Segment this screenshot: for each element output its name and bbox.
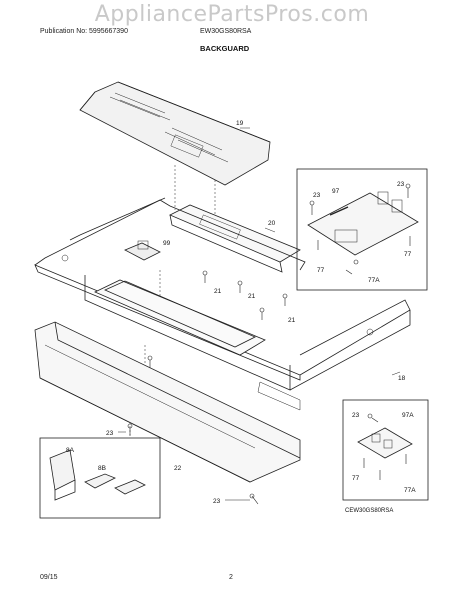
backguard-frame [34,197,411,411]
footer-date: 09/15 [40,574,58,581]
inset-board-97-box [296,168,428,291]
publication-number: Publication No: 5995667390 [40,28,128,35]
control-panel-overlay [79,81,271,186]
board-97a [357,427,413,459]
inset2-callout-23: 23 [352,412,360,419]
inset1-callout-77A: 77A [368,277,380,284]
section-title: BACKGUARD [200,44,250,53]
backguard-trim [34,321,301,483]
inset-brackets-box [39,437,161,519]
callout-99: 99 [163,240,171,247]
relay-board-99 [124,240,161,261]
bracket-8a [49,449,76,501]
inset2-callout-77A: 77A [404,487,416,494]
footer-page-number: 2 [229,574,233,581]
control-board-bracket [169,204,301,273]
callout-23-bottom: 23 [213,498,221,505]
callout-20: 20 [268,220,276,227]
screws-21 [202,270,288,320]
inset1-callout-23-a: 23 [313,192,321,199]
inset1-callout-23-b: 23 [397,181,405,188]
board-97 [307,191,419,256]
inset-caption: CEW30GS80RSA [345,508,393,514]
callout-21-b: 21 [248,293,256,300]
inset2-callout-97A: 97A [402,412,414,419]
callout-8b: 8B [98,465,106,472]
inset1-callout-77-a: 77 [317,267,325,274]
screw-23-bottom [225,493,259,505]
callout-19: 19 [236,120,244,127]
callout-21-a: 21 [214,288,222,295]
inset1-callout-77-b: 77 [404,251,412,258]
watermark: AppliancePartsPros.com [94,2,370,27]
inset2-callout-77: 77 [352,475,360,482]
callout-23-main: 23 [106,430,114,437]
inset1-callout-97: 97 [332,188,340,195]
inset-board-97a-box [342,399,429,501]
bracket-8b [84,473,146,495]
screw-23-main [118,423,133,436]
callout-21-c: 21 [288,317,296,324]
model-number: EW30GS80RSA [200,28,252,35]
callout-8a: 8A [66,447,75,454]
callout-18: 18 [398,375,406,382]
callout-22: 22 [174,465,182,472]
